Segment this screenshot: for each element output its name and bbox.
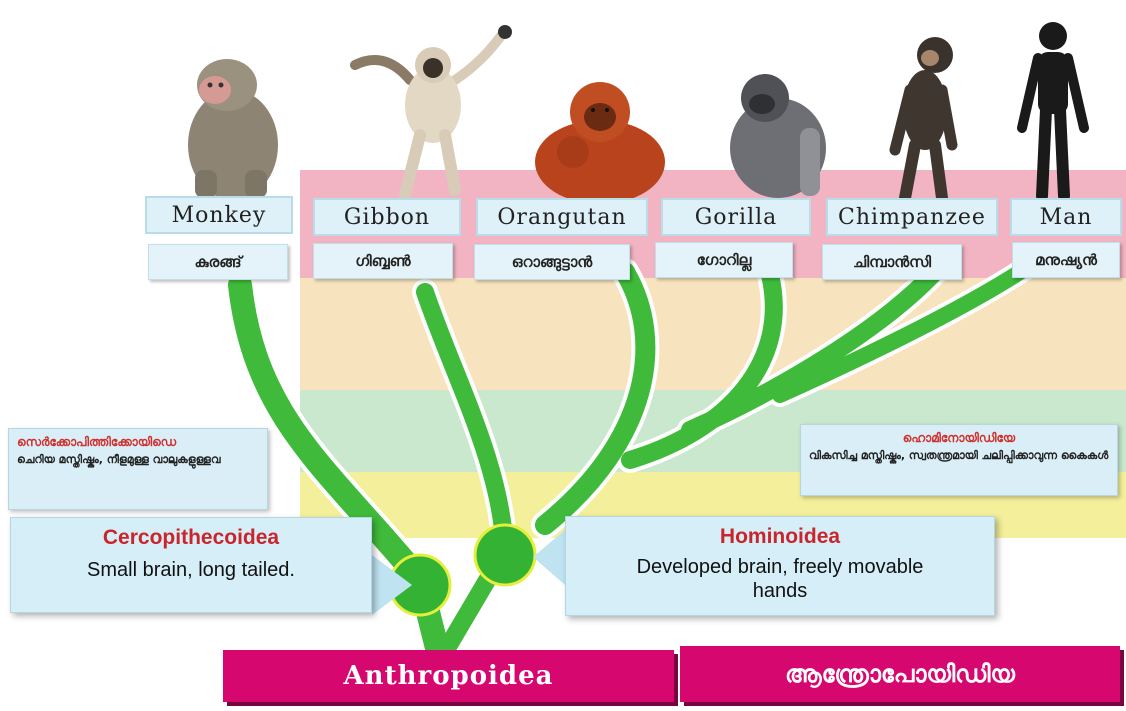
taxon-label-man: Man [1010,198,1122,236]
taxon-ml-gorilla: ഗോറില്ല [655,242,793,278]
hominoidea-title: Hominoidea [636,525,924,549]
anthropoidea-bar: Anthropoidea [223,650,674,702]
cercopithecoidea-ml-title: സെർക്കോപിത്തിക്കോയിഡെ [17,433,259,451]
taxon-ml-man: മനുഷ്യൻ [1012,242,1120,278]
hominoidea-ml-note: ഹൊമിനോയിഡിയേ വികസിച്ച മസ്തിഷ്കം, സ്വതന്ത… [800,424,1118,496]
taxon-ml-monkey: കുരങ്ങ് [148,244,288,280]
taxon-label-gorilla: Gorilla [661,198,811,236]
cercopithecoidea-box: Cercopithecoidea Small brain, long taile… [10,517,372,613]
hominoidea-ml-desc: വികസിച്ച മസ്തിഷ്കം, സ്വതന്ത്രമായി ചലിപ്പ… [809,447,1109,465]
taxon-label-orangutan: Orangutan [476,198,648,236]
anthropoidea-ml-bar: ആന്ത്രോപോയിഡിയ [680,646,1120,702]
cercopithecoidea-ml-desc: ചെറിയ മസ്തിഷ്കം, നീളമുള്ള വാലുകളുള്ളവ [17,451,259,469]
taxon-ml-orangutan: ഒറാങ്ങുട്ടാൻ [474,244,630,280]
cercopithecoidea-desc: Small brain, long tailed. [11,558,371,582]
taxon-ml-chimpanzee: ചിമ്പാൻസി [822,244,962,280]
hominoidea-ml-title: ഹൊമിനോയിഡിയേ [809,429,1109,447]
hominoidea-desc: Developed brain, freely movable hands [636,555,924,603]
taxon-ml-gibbon: ഗിബ്ബൺ [313,243,453,279]
cercopithecoidea-title: Cercopithecoidea [11,526,371,550]
hominoidea-box: Hominoidea Developed brain, freely movab… [565,516,995,616]
cercopithecoidea-ml-note: സെർക്കോപിത്തിക്കോയിഡെ ചെറിയ മസ്തിഷ്കം, ന… [8,428,268,510]
hominoidea-node [475,525,535,585]
taxon-label-chimpanzee: Chimpanzee [826,198,998,236]
anthropoidea-label: Anthropoidea [344,661,554,691]
taxon-label-gibbon: Gibbon [313,198,461,236]
anthropoidea-ml-label: ആന്ത്രോപോയിഡിയ [785,660,1015,688]
taxon-label-monkey: Monkey [145,196,293,234]
